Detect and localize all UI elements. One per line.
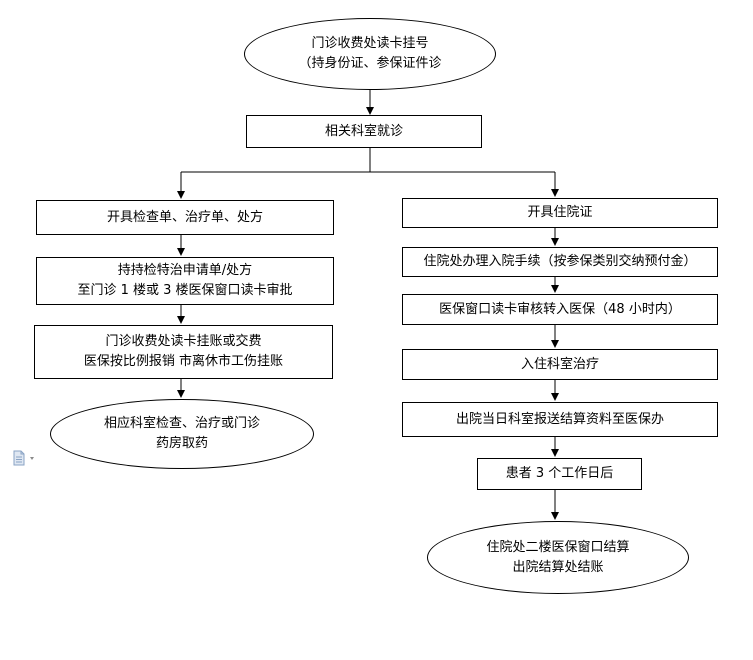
outpatient-step-1-line-1: 开具检查单、治疗单、处方 <box>106 209 263 225</box>
inpatient-step-2-line-1: 住院处办理入院手续（按参保类别交纳预付金） <box>423 254 697 269</box>
inpatient-end-node-line-2: 出院结算处结账 <box>512 559 604 575</box>
outpatient-step-3-line-2: 医保按比例报销 市离休市工伤挂账 <box>83 354 284 369</box>
inpatient-step-6-line-1: 患者 3 个工作日后 <box>505 466 614 481</box>
outpatient-end-node-line-2: 药房取药 <box>155 436 208 451</box>
outpatient-step-3-line-1: 门诊收费处读卡挂账或交费 <box>105 334 262 349</box>
outpatient-end-node: 相应科室检查、治疗或门诊 药房取药 <box>50 399 314 469</box>
inpatient-step-1: 开具住院证 <box>402 198 718 228</box>
inpatient-step-1-line-1: 开具住院证 <box>527 205 593 220</box>
inpatient-step-3: 医保窗口读卡审核转入医保（48 小时内） <box>402 294 718 325</box>
outpatient-step-2-line-2: 至门诊 1 楼或 3 楼医保窗口读卡审批 <box>77 283 293 298</box>
outpatient-step-2-line-1: 持持检特治申请单/处方 <box>117 263 253 278</box>
inpatient-step-6: 患者 3 个工作日后 <box>477 458 642 490</box>
outpatient-end-node-line-1: 相应科室检查、治疗或门诊 <box>103 416 260 431</box>
outpatient-step-2: 持持检特治申请单/处方 至门诊 1 楼或 3 楼医保窗口读卡审批 <box>36 257 334 305</box>
inpatient-end-node-line-1: 住院处二楼医保窗口结算 <box>486 539 630 555</box>
start-node: 门诊收费处读卡挂号 （持身份证、参保证件诊 <box>244 18 496 90</box>
inpatient-step-5-line-1: 出院当日科室报送结算资料至医保办 <box>455 411 664 427</box>
start-node-line-1: 门诊收费处读卡挂号 <box>311 36 429 51</box>
inpatient-step-4: 入住科室治疗 <box>402 349 718 380</box>
department-node-line-1: 相关科室就诊 <box>324 123 403 139</box>
inpatient-step-3-line-1: 医保窗口读卡审核转入医保（48 小时内） <box>439 301 681 317</box>
inpatient-end-node: 住院处二楼医保窗口结算 出院结算处结账 <box>427 521 689 594</box>
start-node-line-2: （持身份证、参保证件诊 <box>298 56 442 71</box>
document-icon[interactable] <box>13 450 39 466</box>
inpatient-step-4-line-1: 入住科室治疗 <box>520 356 599 372</box>
outpatient-step-3: 门诊收费处读卡挂账或交费 医保按比例报销 市离休市工伤挂账 <box>34 325 333 379</box>
inpatient-step-2: 住院处办理入院手续（按参保类别交纳预付金） <box>402 247 718 277</box>
inpatient-step-5: 出院当日科室报送结算资料至医保办 <box>402 402 718 437</box>
department-node: 相关科室就诊 <box>246 115 482 148</box>
outpatient-step-1: 开具检查单、治疗单、处方 <box>36 200 334 235</box>
